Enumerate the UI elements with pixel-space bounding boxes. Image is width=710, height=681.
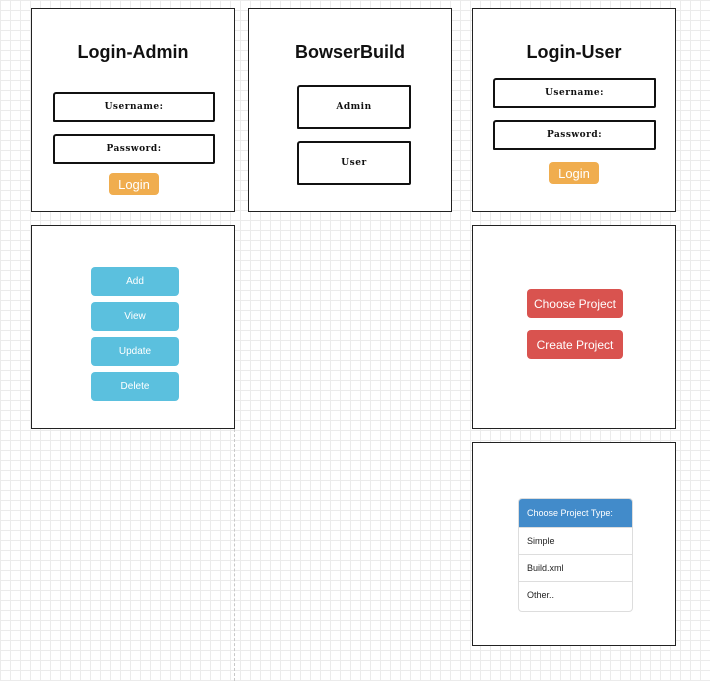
create-project-button[interactable]: Create Project	[527, 330, 623, 359]
bowserbuild-title: BowserBuild	[294, 42, 405, 62]
choose-project-button[interactable]: Choose Project	[527, 289, 623, 318]
bowserbuild-panel: BowserBuild Admin User	[248, 8, 452, 212]
login-admin-title: Login-Admin	[77, 42, 189, 62]
login-user-panel: Login-User Username: Password: Login	[472, 8, 676, 212]
user-login-button[interactable]: Login	[549, 162, 599, 184]
user-project-panel: Choose Project Create Project	[472, 225, 676, 429]
update-button[interactable]: Update	[91, 337, 179, 366]
project-type-list-header: Choose Project Type:	[519, 499, 632, 527]
login-user-title: Login-User	[526, 42, 622, 62]
admin-actions-panel: Add View Update Delete	[31, 225, 235, 429]
login-admin-panel: Login-Admin Username: Password: Login	[31, 8, 235, 212]
admin-login-button[interactable]: Login	[109, 173, 159, 195]
project-type-option-other[interactable]: Other..	[519, 581, 632, 608]
admin-role-button[interactable]: Admin	[297, 85, 411, 129]
user-password-field[interactable]: Password:	[493, 120, 656, 150]
project-type-panel: Choose Project Type: Simple Build.xml Ot…	[472, 442, 676, 646]
admin-password-field[interactable]: Password:	[53, 134, 215, 164]
dashed-guide-line	[234, 429, 235, 681]
project-type-list: Choose Project Type: Simple Build.xml Ot…	[518, 498, 633, 612]
project-type-option-simple[interactable]: Simple	[519, 527, 632, 554]
project-type-option-build-xml[interactable]: Build.xml	[519, 554, 632, 581]
user-username-field[interactable]: Username:	[493, 78, 656, 108]
add-button[interactable]: Add	[91, 267, 179, 296]
delete-button[interactable]: Delete	[91, 372, 179, 401]
view-button[interactable]: View	[91, 302, 179, 331]
user-role-button[interactable]: User	[297, 141, 411, 185]
admin-username-field[interactable]: Username:	[53, 92, 215, 122]
